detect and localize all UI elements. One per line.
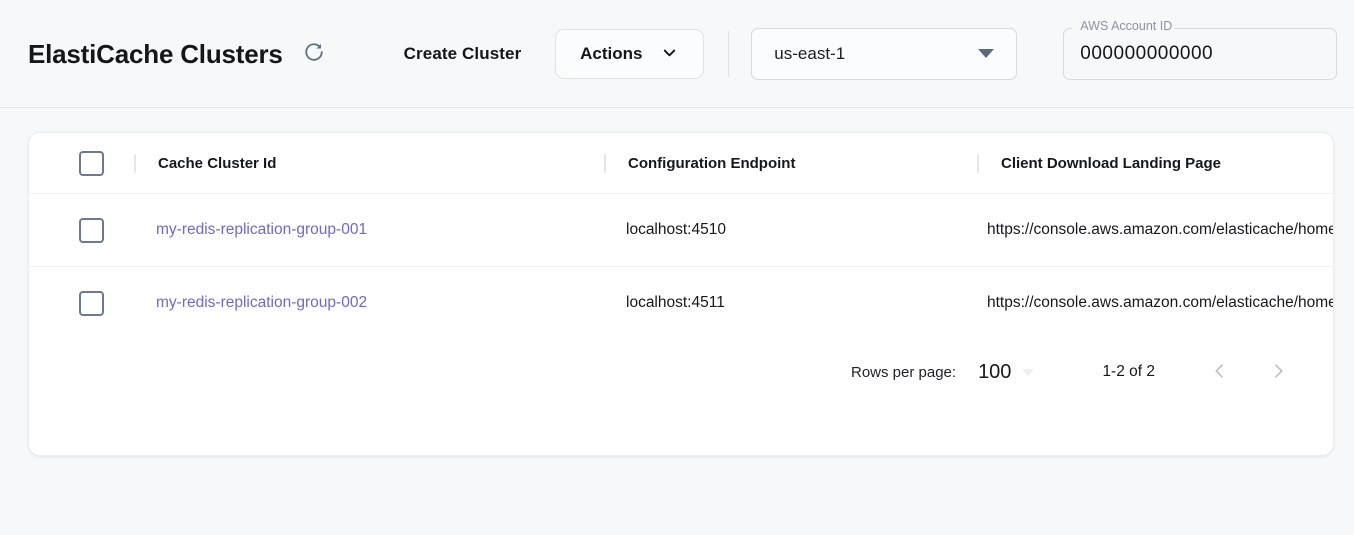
refresh-icon [303, 41, 325, 66]
page-title: ElastiCache Clusters [28, 38, 283, 69]
region-select-value: us-east-1 [774, 43, 846, 63]
column-divider [604, 153, 606, 173]
client-download-landing-page-value: https://console.aws.amazon.com/elasticac… [987, 221, 1334, 238]
row-select-cell [29, 194, 134, 267]
pagination-range-label: 1-2 of 2 [1102, 363, 1155, 380]
content-area: Cache Cluster Id Configuration Endpoint … [0, 108, 1354, 535]
clusters-card: Cache Cluster Id Configuration Endpoint … [28, 132, 1334, 456]
table-header-row: Cache Cluster Id Configuration Endpoint … [29, 133, 1333, 194]
column-header-client-download-landing-page[interactable]: Client Download Landing Page [977, 133, 1333, 194]
triangle-down-icon [1022, 368, 1035, 376]
cell-client-download-landing-page: https://console.aws.amazon.com/elasticac… [977, 194, 1334, 267]
rows-per-page-select[interactable]: 100 [978, 360, 1035, 384]
column-header-configuration-endpoint[interactable]: Configuration Endpoint [604, 133, 977, 194]
row-select-cell [29, 267, 134, 340]
client-download-landing-page-value: https://console.aws.amazon.com/elasticac… [987, 294, 1334, 312]
cluster-link[interactable]: my-redis-replication-group-001 [156, 221, 368, 238]
page-header: ElastiCache Clusters Create Cluster Acti… [0, 0, 1354, 108]
triangle-down-icon [978, 49, 995, 58]
header-divider [728, 30, 730, 77]
previous-page-button[interactable] [1199, 351, 1241, 393]
actions-button[interactable]: Actions [555, 28, 705, 79]
refresh-button[interactable] [297, 37, 331, 71]
rows-per-page-label: Rows per page: [851, 363, 957, 381]
chevron-down-icon [660, 43, 679, 65]
configuration-endpoint-value: localhost:4510 [626, 221, 726, 238]
region-select[interactable]: us-east-1 [751, 27, 1018, 80]
aws-account-id-label: AWS Account ID [1080, 18, 1173, 33]
row-checkbox[interactable] [79, 290, 104, 316]
rows-per-page-value: 100 [978, 360, 1012, 383]
column-header-label: Configuration Endpoint [628, 154, 796, 172]
chevron-right-icon [1268, 361, 1288, 384]
select-all-header [29, 133, 134, 194]
cell-client-download-landing-page: https://console.aws.amazon.com/elasticac… [977, 267, 1334, 340]
configuration-endpoint-value: localhost:4511 [626, 294, 725, 312]
clusters-table: Cache Cluster Id Configuration Endpoint … [29, 133, 1334, 340]
select-all-checkbox[interactable] [79, 150, 104, 176]
row-checkbox[interactable] [79, 217, 104, 243]
table-body: my-redis-replication-group-001 localhost… [29, 193, 1334, 340]
aws-account-id-input[interactable] [1063, 27, 1338, 80]
column-header-label: Client Download Landing Page [1001, 154, 1222, 172]
create-cluster-button[interactable]: Create Cluster [403, 43, 522, 63]
next-page-button[interactable] [1257, 351, 1299, 393]
column-divider [134, 153, 136, 173]
table-row[interactable]: my-redis-replication-group-001 localhost… [29, 193, 1334, 267]
column-header-label: Cache Cluster Id [158, 154, 277, 172]
chevron-left-icon [1210, 361, 1230, 384]
cluster-link[interactable]: my-redis-replication-group-002 [156, 294, 368, 312]
pagination-toolbar: Rows per page: 100 1-2 of 2 [29, 339, 1333, 405]
cell-configuration-endpoint: localhost:4510 [604, 194, 977, 267]
aws-account-id-field[interactable]: AWS Account ID AWS Account ID [1063, 19, 1338, 80]
table-row[interactable]: my-redis-replication-group-002 localhost… [29, 266, 1334, 340]
actions-button-label: Actions [580, 43, 643, 63]
cell-configuration-endpoint: localhost:4511 [604, 267, 977, 340]
column-divider [977, 153, 979, 173]
table-head: Cache Cluster Id Configuration Endpoint … [29, 133, 1333, 194]
column-header-cache-cluster-id[interactable]: Cache Cluster Id [134, 133, 604, 194]
cell-cache-cluster-id: my-redis-replication-group-001 [134, 194, 604, 267]
cell-cache-cluster-id: my-redis-replication-group-002 [134, 267, 604, 340]
